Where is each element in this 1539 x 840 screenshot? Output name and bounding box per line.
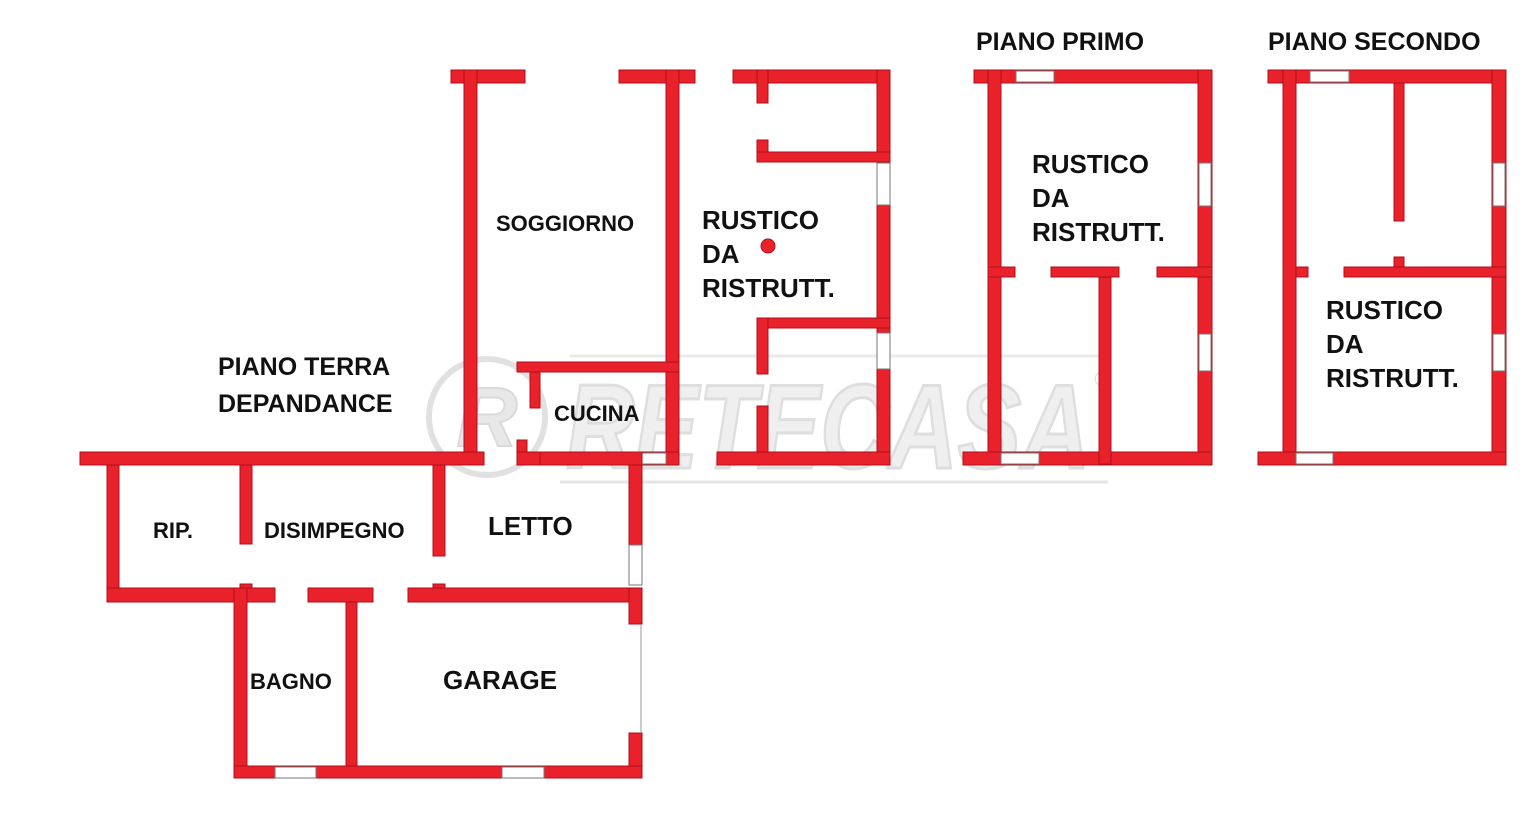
room-label-rustico-main-3: RISTRUTT. xyxy=(702,273,835,303)
floor-title-terra-line2: DEPANDANCE xyxy=(218,390,393,418)
room-label-letto: LETTO xyxy=(488,511,573,541)
room-label-rustico-main-2: DA xyxy=(702,239,740,269)
room-label-rustico-primo-3: RISTRUTT. xyxy=(1032,217,1165,247)
watermark-brand: RETECASA xyxy=(566,360,1090,494)
room-label-rustico-primo-2: DA xyxy=(1032,183,1070,213)
piano-terra-lower-windows xyxy=(274,544,643,779)
piano-secondo-walls xyxy=(1257,69,1507,466)
room-label-bagno: BAGNO xyxy=(250,669,332,694)
piano-terra-upper-windows xyxy=(640,162,891,465)
room-label-rustico-secondo-2: DA xyxy=(1326,329,1364,359)
floor-title-terra-line1: PIANO TERRA xyxy=(218,353,390,381)
piano-primo-windows xyxy=(1000,70,1212,465)
room-label-rustico-main-1: RUSTICO xyxy=(702,205,819,235)
room-label-disimpegno: DISIMPEGNO xyxy=(264,518,405,543)
piano-terra-lower-walls xyxy=(79,451,643,779)
marker-dot xyxy=(760,238,776,254)
piano-secondo-windows xyxy=(1295,70,1506,465)
room-label-rustico-secondo-1: RUSTICO xyxy=(1326,295,1443,325)
room-label-cucina: CUCINA xyxy=(554,401,640,426)
room-label-rip: RIP. xyxy=(153,518,193,543)
watermark-logo-circle xyxy=(426,356,548,478)
room-label-rustico-secondo-3: RISTRUTT. xyxy=(1326,363,1459,393)
floor-title-primo: PIANO PRIMO xyxy=(976,28,1144,56)
room-label-soggiorno: SOGGIORNO xyxy=(496,211,634,236)
floor-title-secondo: PIANO SECONDO xyxy=(1268,28,1481,56)
room-label-garage: GARAGE xyxy=(443,665,557,695)
room-label-rustico-primo-1: RUSTICO xyxy=(1032,149,1149,179)
